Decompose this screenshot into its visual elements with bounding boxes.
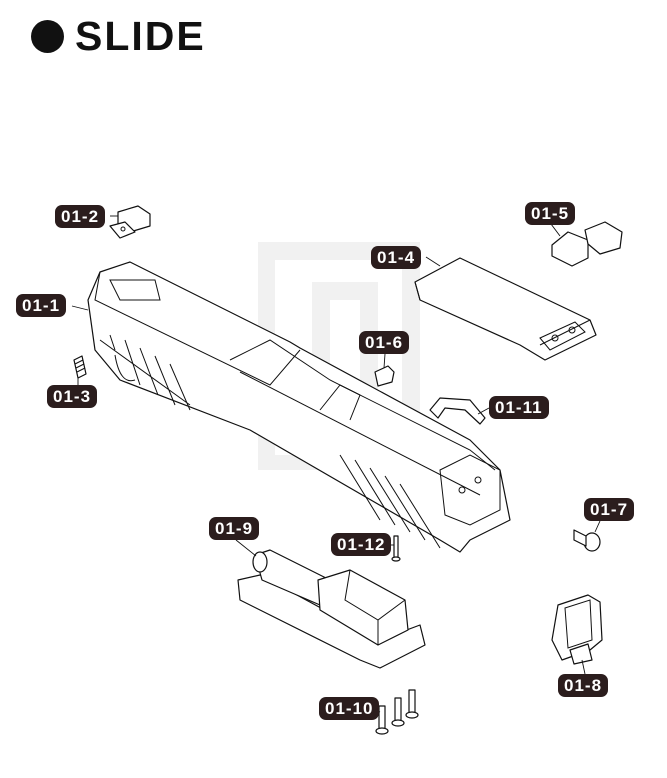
part-label-01-8: 01-8 — [558, 674, 609, 697]
part-label-01-4: 01-4 — [371, 246, 422, 269]
part-label-01-7: 01-7 — [584, 498, 635, 521]
part-small-block-drawing — [374, 365, 395, 387]
part-label-01-5: 01-5 — [525, 202, 576, 225]
part-label-01-10: 01-10 — [319, 697, 380, 720]
part-label-01-2: 01-2 — [55, 205, 106, 228]
part-rear-sight-drawing — [109, 205, 151, 239]
part-nozzle-housing-drawing — [237, 549, 426, 669]
part-block-8-drawing — [551, 594, 603, 665]
part-label-01-1: 01-1 — [16, 294, 67, 317]
part-label-01-9: 01-9 — [209, 517, 260, 540]
title-bullet-icon — [31, 20, 64, 53]
part-label-01-3: 01-3 — [47, 385, 98, 408]
part-screw-12-drawing — [391, 535, 401, 562]
part-cover-plate-drawing — [414, 257, 597, 361]
part-front-sight-drawing — [551, 221, 623, 267]
part-screw-7-drawing — [573, 529, 601, 552]
part-label-01-6: 01-6 — [359, 331, 410, 354]
part-label-01-11: 01-11 — [489, 396, 549, 419]
page-title: SLIDE — [75, 13, 206, 59]
part-set-screw-drawing — [73, 355, 87, 379]
part-label-01-12: 01-12 — [331, 533, 392, 556]
part-slide-drawing — [87, 261, 511, 553]
part-screws-10-drawing — [375, 689, 419, 735]
part-lever-drawing — [429, 397, 486, 425]
